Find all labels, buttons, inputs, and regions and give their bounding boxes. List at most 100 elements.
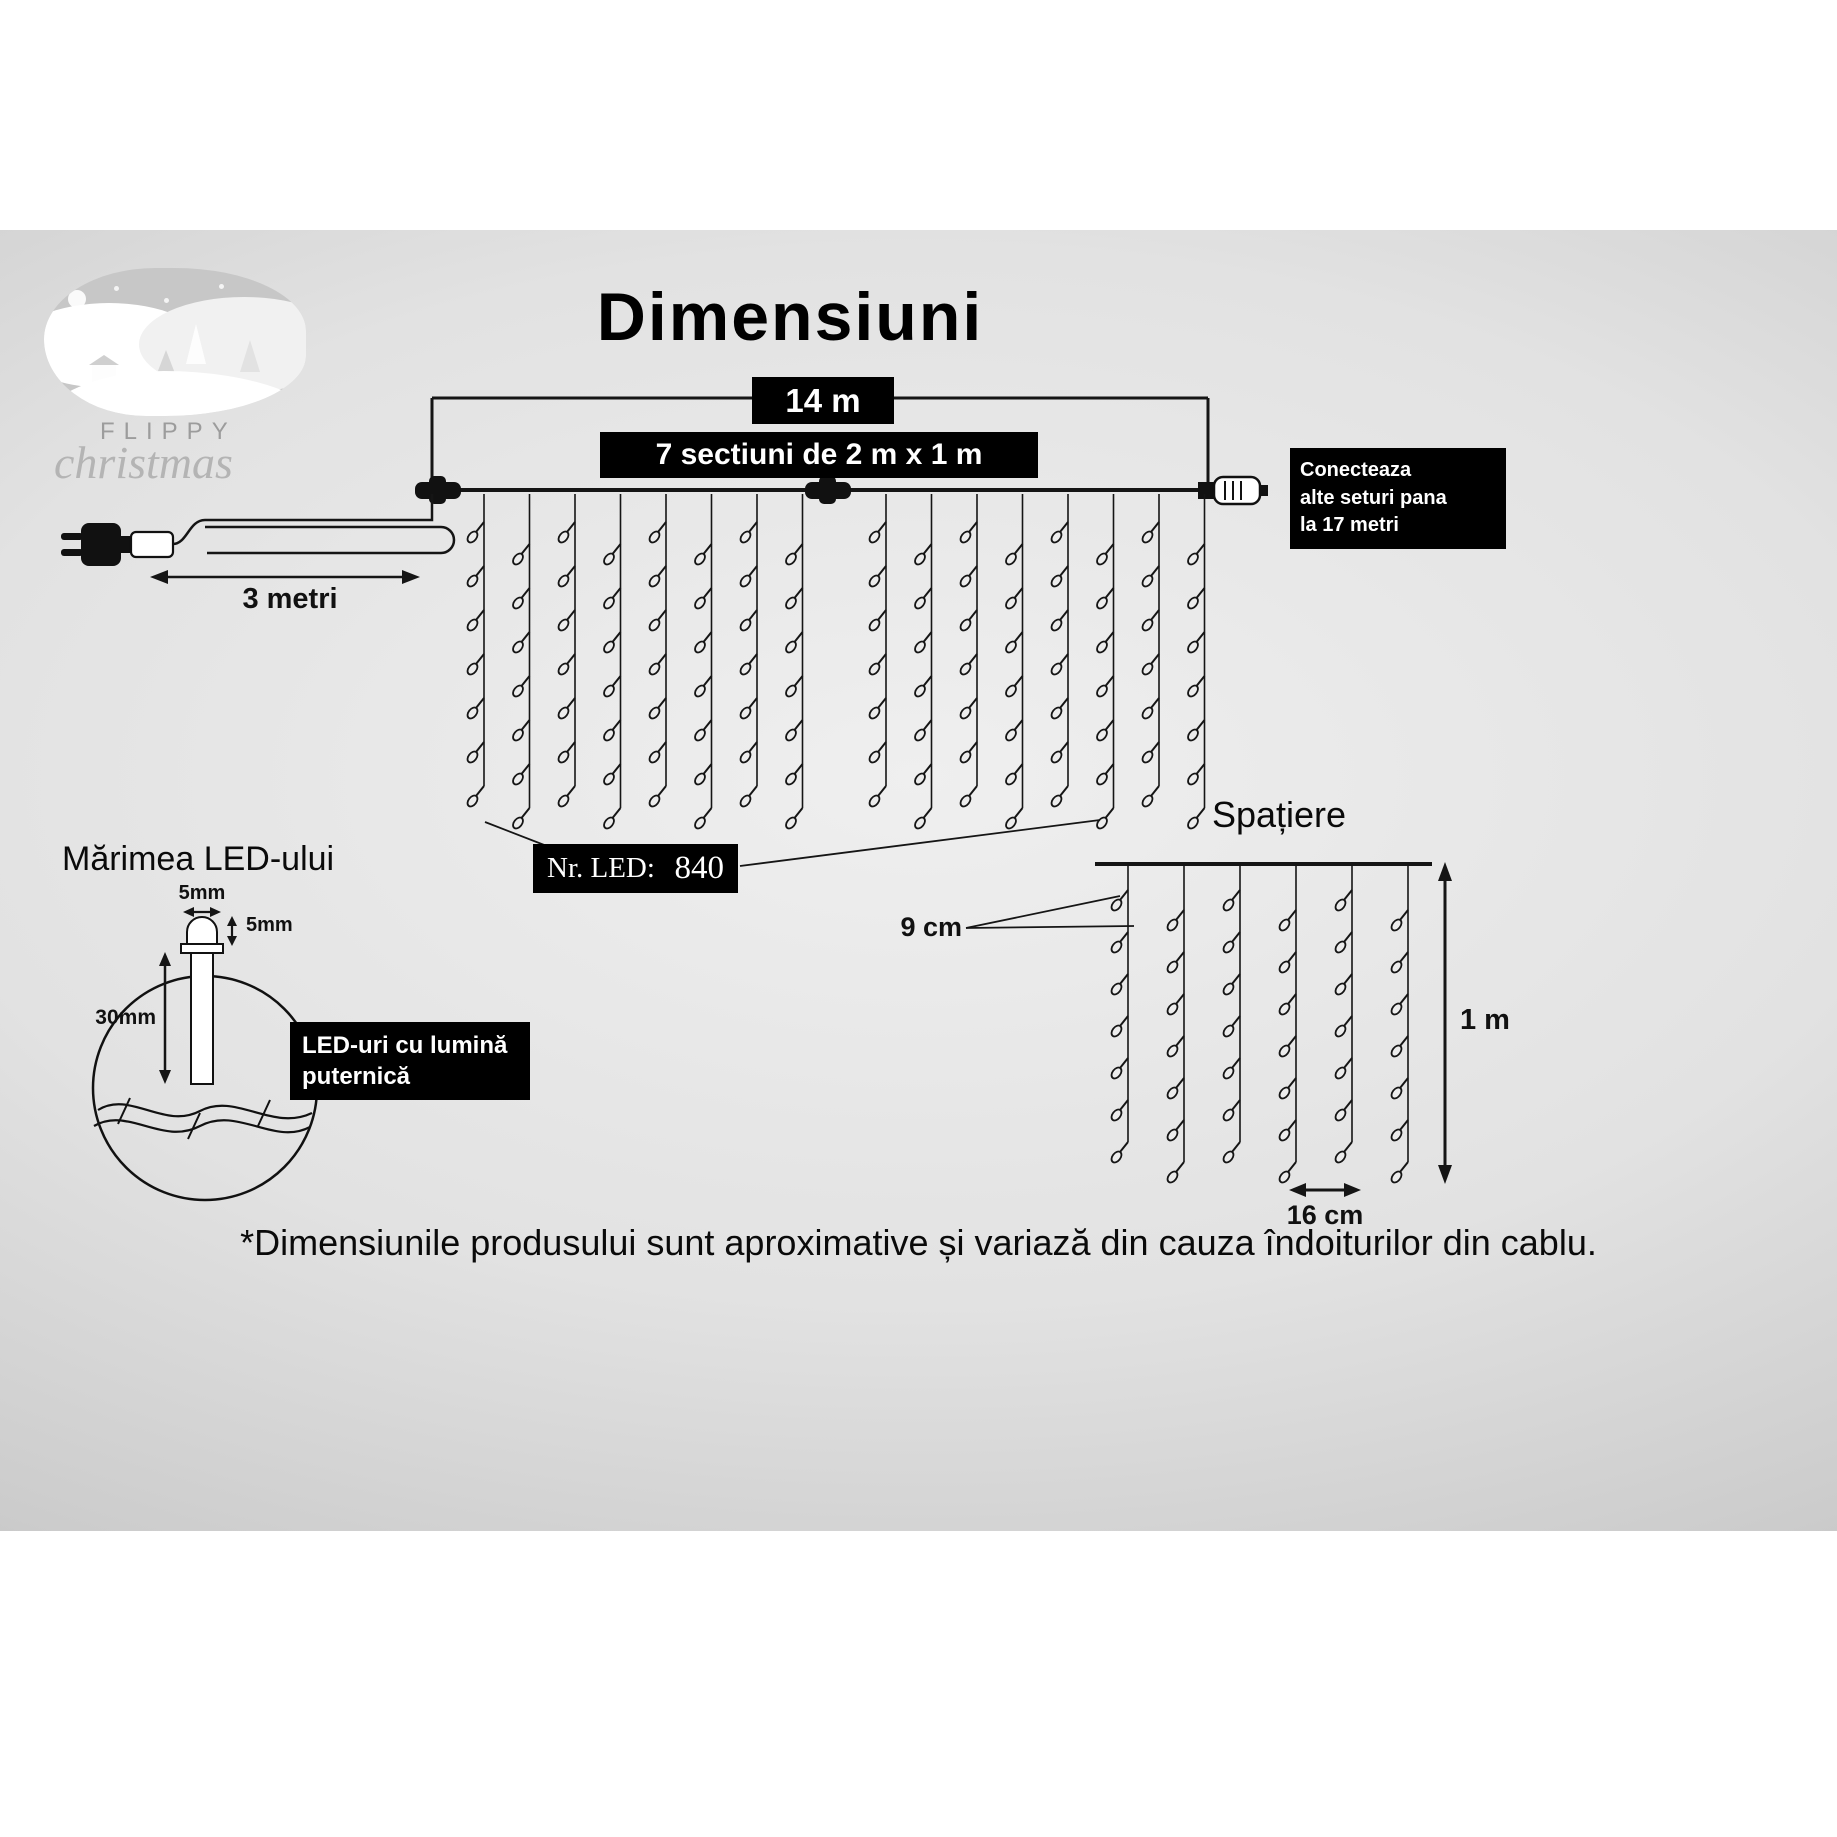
led-stem bbox=[1195, 763, 1206, 775]
led-bulb bbox=[1334, 1066, 1347, 1080]
total-width-badge: 14 m bbox=[752, 377, 894, 424]
disclaimer-text: *Dimensiunile produsului sunt aproximati… bbox=[240, 1222, 1597, 1263]
rail-and-measure-diagram bbox=[415, 396, 1268, 506]
led-bulb bbox=[1390, 1128, 1403, 1142]
led-stem bbox=[1287, 1035, 1297, 1047]
led-bulb bbox=[739, 662, 752, 676]
led-bulb bbox=[785, 772, 797, 786]
led-bulb bbox=[466, 750, 479, 764]
led-stem bbox=[1175, 1119, 1185, 1131]
led-bulb bbox=[603, 640, 615, 654]
led-stem bbox=[748, 609, 758, 621]
lead-length-arrow bbox=[150, 570, 420, 584]
led-bulb bbox=[1222, 982, 1235, 996]
led-bulb bbox=[959, 794, 972, 808]
led-bulb bbox=[1166, 1086, 1179, 1100]
brand-name: FLIPPY bbox=[100, 418, 237, 445]
led-stem bbox=[1175, 1035, 1185, 1047]
led-bulb bbox=[466, 662, 479, 676]
star-icon bbox=[164, 298, 169, 303]
strand-spacing-label: 16 cm bbox=[1286, 1200, 1364, 1230]
led-stem bbox=[657, 785, 667, 797]
led-stem bbox=[566, 565, 576, 577]
led-stem bbox=[922, 543, 933, 555]
led-bulb bbox=[466, 618, 479, 632]
brand-logo: FLIPPY christmas bbox=[40, 268, 320, 498]
led-stem bbox=[475, 565, 485, 577]
led-bulb bbox=[1110, 1108, 1123, 1122]
led-stem bbox=[1175, 1077, 1185, 1089]
strand-spacing-arrow bbox=[1289, 1183, 1361, 1197]
led-bulb bbox=[1166, 1170, 1179, 1184]
connect-note-box: Conecteaza alte seturi pana la 17 metri bbox=[1290, 448, 1506, 549]
led-stem bbox=[1399, 1035, 1409, 1047]
led-stem bbox=[793, 543, 804, 555]
led-bulb bbox=[1278, 1128, 1291, 1142]
led-bulb bbox=[694, 728, 706, 742]
led-stem bbox=[1150, 565, 1160, 577]
led-bulb bbox=[512, 728, 524, 742]
curtain-panel-left bbox=[466, 494, 804, 830]
led-bulb bbox=[603, 684, 615, 698]
led-bulb bbox=[1050, 618, 1063, 632]
led-stem bbox=[1195, 719, 1206, 731]
led-stem bbox=[702, 719, 713, 731]
led-bulb bbox=[1141, 618, 1154, 632]
led-bulb bbox=[1390, 1170, 1403, 1184]
led-bulb bbox=[466, 574, 479, 588]
led-bulb bbox=[1110, 1150, 1123, 1164]
led-bulb bbox=[648, 618, 661, 632]
led-bulb bbox=[694, 596, 706, 610]
led-stem bbox=[1059, 521, 1069, 533]
led-bulb bbox=[1187, 596, 1199, 610]
led-bulb bbox=[557, 618, 570, 632]
lead-cable bbox=[172, 494, 434, 546]
led-stem bbox=[566, 785, 576, 797]
led-stem bbox=[1119, 1015, 1129, 1027]
led-bulb bbox=[739, 794, 752, 808]
led-bulb bbox=[959, 750, 972, 764]
led-bulb bbox=[739, 618, 752, 632]
led-bulb bbox=[1096, 640, 1108, 654]
led-stem bbox=[1195, 587, 1206, 599]
led-bulb bbox=[557, 706, 570, 720]
led-bulb bbox=[1278, 960, 1291, 974]
sections-badge: 7 sectiuni de 2 m x 1 m bbox=[600, 432, 1038, 478]
led-bulb bbox=[785, 640, 797, 654]
led-stem bbox=[1399, 909, 1409, 921]
led-bulb bbox=[1005, 816, 1017, 830]
led-stem bbox=[611, 543, 622, 555]
led-bulb bbox=[1005, 552, 1017, 566]
led-stem bbox=[1104, 763, 1115, 775]
moon-icon bbox=[68, 290, 86, 308]
led-bulb bbox=[1187, 816, 1199, 830]
tree-icon bbox=[156, 350, 176, 376]
led-note-badge: LED-uri cu lumină puternică bbox=[290, 1022, 530, 1101]
led-stem bbox=[1150, 609, 1160, 621]
led-count-label: Nr. LED: bbox=[547, 852, 655, 884]
led-stem bbox=[1343, 973, 1353, 985]
led-stem bbox=[1119, 931, 1129, 943]
led-stem bbox=[1287, 1119, 1297, 1131]
led-bulb bbox=[959, 530, 972, 544]
horizontal-spacing-label: 9 cm bbox=[900, 912, 962, 942]
led-bulb bbox=[1096, 684, 1108, 698]
led-bulb bbox=[648, 706, 661, 720]
led-stem bbox=[1119, 1099, 1129, 1111]
led-stem bbox=[1195, 675, 1206, 687]
led-stem bbox=[1013, 587, 1024, 599]
led-bulb bbox=[914, 552, 926, 566]
led-stem bbox=[922, 763, 933, 775]
led-stem bbox=[748, 521, 758, 533]
led-bulb bbox=[1390, 918, 1403, 932]
led-bulb bbox=[512, 816, 524, 830]
led-bulb bbox=[1141, 530, 1154, 544]
body-length-arrow bbox=[159, 952, 171, 1084]
width-arrow bbox=[183, 907, 221, 917]
led-bulb bbox=[868, 618, 881, 632]
page-title: Dimensiuni bbox=[596, 279, 984, 355]
led-bulb bbox=[1222, 898, 1235, 912]
led-bulb bbox=[1278, 1002, 1291, 1016]
led-stem bbox=[1175, 909, 1185, 921]
led-stem bbox=[1343, 889, 1353, 901]
